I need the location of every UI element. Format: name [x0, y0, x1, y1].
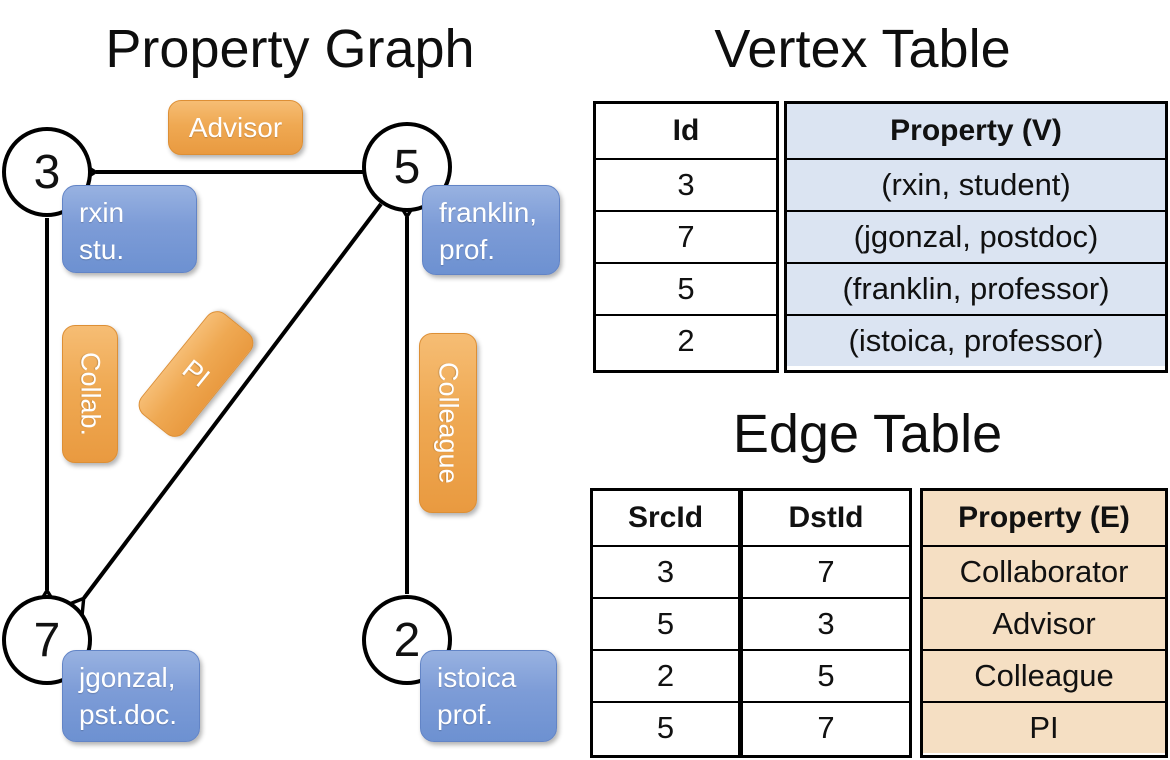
node-id: 5 — [393, 140, 421, 194]
edge-table-cell-dstid: 5 — [743, 649, 909, 701]
edge-table-cell-srcid: 5 — [593, 701, 738, 753]
graph-node-5: 5 — [362, 122, 452, 212]
vertex-table-cell-property: (istoica, professor) — [787, 314, 1165, 366]
edge-property-box-collab: Collab. — [62, 325, 118, 463]
vertex-property-box-jgonzal: jgonzal, pst.doc. — [62, 650, 200, 742]
vertex-table-id-column: Id 3 7 5 2 — [593, 101, 779, 373]
edge-arrow-5-to-7 — [84, 202, 383, 598]
vertex-table-header-property: Property (V) — [787, 104, 1165, 158]
edge-table-property-column: Property (E) Collaborator Advisor Collea… — [920, 488, 1168, 758]
edge-table-srcid-column: SrcId 3 5 2 5 — [590, 488, 741, 758]
vertex-property-box-istoica: istoica prof. — [420, 650, 557, 742]
edge-property-box-advisor: Advisor — [168, 100, 303, 155]
vertex-table-title: Vertex Table — [714, 19, 1011, 79]
edge-property-text: PI — [176, 353, 216, 394]
vertex-table-property-column: Property (V) (rxin, student) (jgonzal, p… — [784, 101, 1168, 373]
vertex-property-box-rxin: rxin stu. — [62, 185, 197, 273]
node-id: 7 — [33, 613, 61, 667]
vertex-table-cell-id: 3 — [596, 158, 776, 210]
edge-table-cell-dstid: 7 — [743, 545, 909, 597]
vertex-property-line: pst.doc. — [79, 698, 178, 730]
property-graph-title: Property Graph — [105, 19, 475, 79]
edge-table-header-property: Property (E) — [923, 491, 1165, 545]
node-id: 2 — [393, 613, 421, 667]
edge-table-cell-property: Colleague — [923, 649, 1165, 701]
vertex-table-cell-property: (rxin, student) — [787, 158, 1165, 210]
graph-edges — [0, 0, 585, 760]
edge-table-header-dstid: DstId — [788, 501, 864, 534]
vertex-table-cell-id: 7 — [596, 210, 776, 262]
edge-property-text: Colleague — [433, 362, 464, 484]
edge-property-text: Advisor — [188, 111, 283, 143]
edge-table-title: Edge Table — [732, 404, 1003, 464]
vertex-property-line: franklin, — [439, 197, 538, 228]
vertex-property-line: prof. — [437, 698, 494, 730]
vertex-property-line: prof. — [439, 233, 496, 265]
vertex-property-line: rxin — [79, 197, 125, 228]
vertex-property-line: istoica — [437, 662, 517, 693]
edge-table-cell-srcid: 2 — [593, 649, 738, 701]
vertex-table-header-id: Id — [672, 114, 700, 147]
vertex-property-box-franklin: franklin, prof. — [422, 185, 560, 275]
edge-table-cell-property: PI — [923, 701, 1165, 753]
edge-table-cell-dstid: 7 — [743, 701, 909, 753]
vertex-table-cell-id: 2 — [596, 314, 776, 366]
vertex-table-cell-id: 5 — [596, 262, 776, 314]
edge-table-cell-property: Collaborator — [923, 545, 1165, 597]
vertex-table-cell-property: (franklin, professor) — [787, 262, 1165, 314]
edge-table-cell-srcid: 3 — [593, 545, 738, 597]
edge-property-text: Collab. — [75, 351, 106, 437]
graph-node-2: 2 — [362, 595, 452, 685]
edge-table-header-srcid: SrcId — [627, 501, 704, 534]
node-id: 3 — [33, 145, 61, 199]
edge-property-box-colleague: Colleague — [419, 333, 477, 513]
vertex-property-line: stu. — [79, 233, 125, 265]
edge-table-dstid-column: DstId 7 3 5 7 — [741, 488, 912, 758]
edge-table-cell-dstid: 3 — [743, 597, 909, 649]
edge-table-cell-srcid: 5 — [593, 597, 738, 649]
edge-table-cell-property: Advisor — [923, 597, 1165, 649]
vertex-property-line: jgonzal, — [79, 662, 176, 693]
vertex-table-cell-property: (jgonzal, postdoc) — [787, 210, 1165, 262]
